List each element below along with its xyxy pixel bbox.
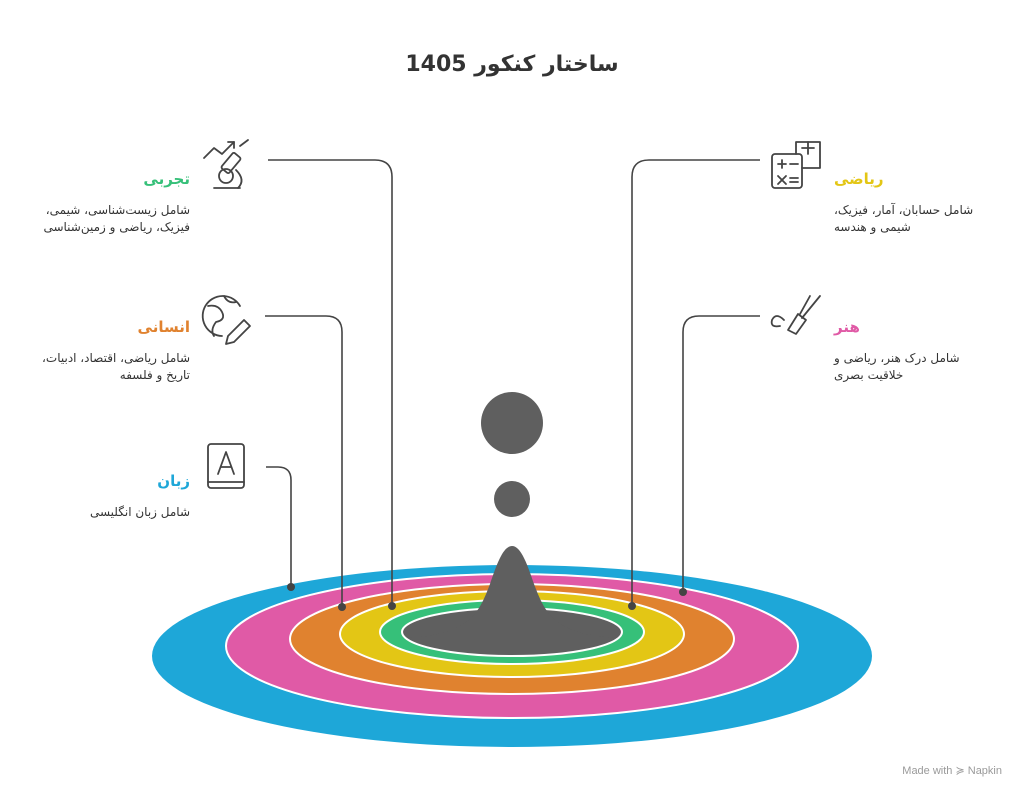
connector-dot-riazi [628, 602, 636, 610]
page-title: ساختار کنکور 1405 [405, 52, 619, 77]
napkin-watermark: Made with ≽ Napkin [902, 765, 1002, 777]
language-book-icon [207, 443, 245, 489]
category-desc-zaban-line1: شامل زبان انگلیسی [89, 505, 190, 519]
category-desc-tajrobi-line2: فیزیک، ریاضی و زمین‌شناسی [43, 220, 190, 234]
category-desc-ensani-line1: شامل ریاضی، اقتصاد، ادبیات، [42, 351, 190, 365]
connector-dot-honar [679, 588, 687, 596]
category-desc-honar-line2: خلاقیت بصری [834, 368, 904, 382]
splash-peak [408, 546, 616, 638]
droplet-large [481, 392, 543, 454]
category-title-riazi: ریاضی [834, 170, 884, 188]
connector-honar [682, 315, 760, 592]
connector-tajrobi [268, 159, 393, 606]
microscope-icon [203, 139, 249, 189]
calculator-icon [771, 141, 821, 189]
connector-ensani [265, 315, 343, 607]
connector-dot-ensani [338, 603, 346, 611]
connector-dot-tajrobi [388, 602, 396, 610]
connector-dot-zaban [287, 583, 295, 591]
category-title-ensani: انسانی [137, 318, 190, 336]
brush-icon [770, 295, 821, 335]
category-desc-ensani-line2: تاریخ و فلسفه [119, 368, 190, 382]
connector-riazi [631, 159, 760, 606]
connector-zaban [266, 466, 292, 587]
category-title-tajrobi: تجربی [143, 170, 190, 188]
category-desc-riazi-line1: شامل حسابان، آمار، فیزیک، [834, 203, 974, 217]
category-title-zaban: زبان [157, 472, 190, 490]
category-tajrobi: تجربی شامل زیست‌شناسی، شیمی، فیزیک، ریاض… [20, 170, 190, 236]
category-zaban: زبان شامل زبان انگلیسی [20, 472, 190, 521]
category-title-honar: هنر [834, 318, 860, 336]
category-riazi: ریاضی شامل حسابان، آمار، فیزیک، شیمی و ه… [834, 170, 1004, 236]
droplet-small [494, 481, 530, 517]
category-desc-tajrobi-line1: شامل زیست‌شناسی، شیمی، [45, 203, 190, 217]
category-ensani: انسانی شامل ریاضی، اقتصاد، ادبیات، تاریخ… [20, 318, 190, 384]
category-honar: هنر شامل درک هنر، ریاضی و خلاقیت بصری [834, 318, 1004, 384]
category-desc-honar-line1: شامل درک هنر، ریاضی و [834, 351, 960, 365]
globe-pencil-icon [201, 295, 251, 345]
category-desc-riazi-line2: شیمی و هندسه [834, 220, 911, 234]
